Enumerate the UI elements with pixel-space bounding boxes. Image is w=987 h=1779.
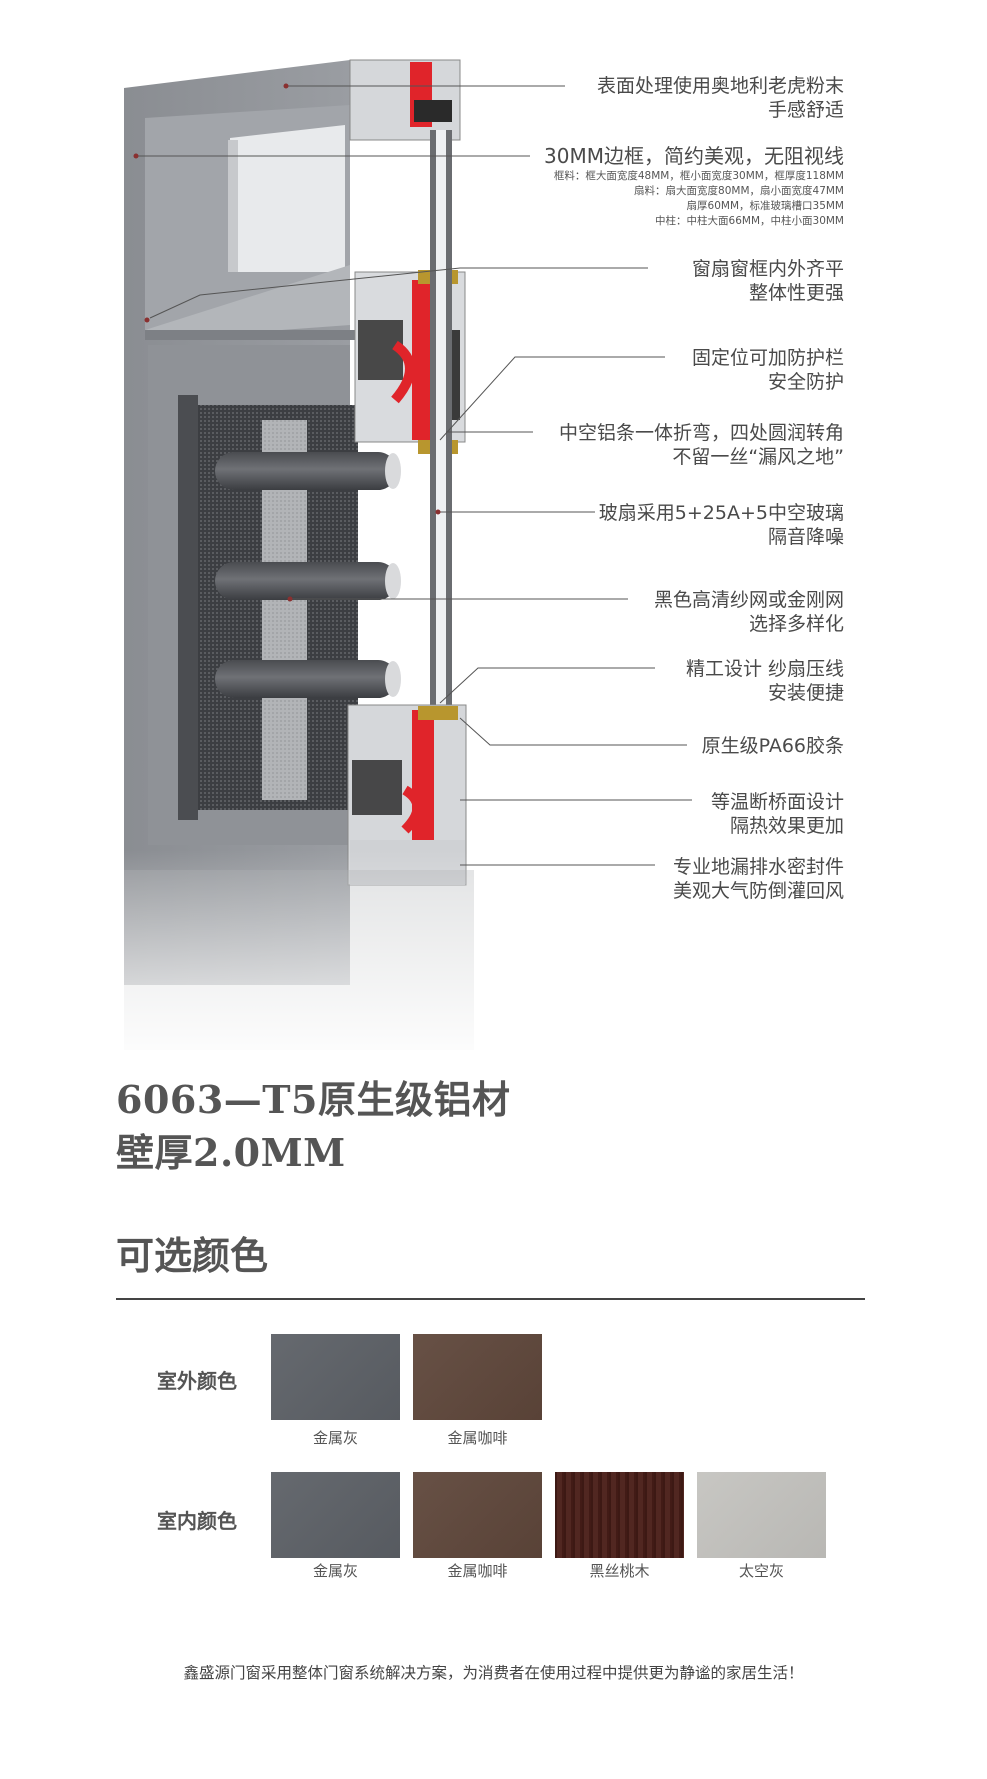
callout-line1: 窗扇窗框内外齐平: [691, 258, 844, 280]
indoor-swatch-space-gray[interactable]: [697, 1472, 826, 1558]
outdoor-swatch-metal-coffee[interactable]: [413, 1334, 542, 1420]
indoor-swatch-metal-coffee[interactable]: [413, 1472, 542, 1558]
headline-line1: 6063—T5原生级铝材: [116, 1077, 511, 1122]
callout-line1: 原生级PA66胶条: [701, 735, 844, 757]
colors-section-title: 可选颜色: [116, 1233, 269, 1278]
indoor-color-label: 室内颜色: [157, 1509, 237, 1533]
indoor-swatch-label: 黑丝桃木: [589, 1562, 650, 1580]
outdoor-swatch-label: 金属咖啡: [447, 1429, 508, 1447]
indoor-swatch-label: 金属灰: [312, 1562, 358, 1580]
callout-screen-mesh: 黑色高清纱网或金刚网 选择多样化: [654, 588, 844, 636]
callout-line1: 玻扇采用5+25A+5中空玻璃: [598, 502, 844, 524]
callout-powder-coating: 表面处理使用奥地利老虎粉末 手感舒适: [597, 74, 844, 122]
callout-spec: 扇料：扇大面宽度80MM，扇小面宽度47MM: [634, 185, 844, 197]
callout-line2: 选择多样化: [748, 613, 844, 635]
callout-line2: 美观大气防倒灌回风: [672, 880, 844, 902]
reflection: [0, 850, 987, 1070]
callout-line2: 安全防护: [767, 371, 844, 393]
callout-dots: [133, 83, 441, 602]
callout-line1: 精工设计 纱扇压线: [685, 658, 844, 680]
callout-spec: 中柱：中柱大面66MM，中柱小面30MM: [655, 215, 844, 227]
callout-line2: 整体性更强: [748, 282, 844, 304]
indoor-swatch-label: 太空灰: [738, 1562, 784, 1580]
footer-slogan: 鑫盛源门窗采用整体门窗系统解决方案，为消费者在使用过程中提供更为静谧的家居生活！: [183, 1664, 804, 1682]
window-profile-illustration: [0, 59, 987, 1070]
callout-glass: 玻扇采用5+25A+5中空玻璃 隔音降噪: [599, 501, 844, 549]
callout-line1: 等温断桥面设计: [710, 791, 844, 813]
callout-line2: 隔热效果更加: [729, 815, 844, 837]
callout-frame-width: 30MM边框，简约美观，无阻视线 框料：框大面宽度48MM，框小面宽度30MM，…: [544, 144, 844, 229]
outdoor-color-label: 室外颜色: [157, 1369, 237, 1393]
callout-drainage-seal: 专业地漏排水密封件 美观大气防倒灌回风: [673, 855, 844, 903]
callout-line2: 安装便捷: [767, 682, 844, 704]
indoor-swatch-label: 金属咖啡: [447, 1562, 508, 1580]
callout-line1: 30MM边框，简约美观，无阻视线: [544, 144, 844, 168]
callout-line1: 表面处理使用奥地利老虎粉末: [596, 75, 844, 97]
callout-line2: 隔音降噪: [767, 526, 844, 548]
material-headline: 6063—T5原生级铝材 壁厚2.0MM: [116, 1073, 510, 1179]
indoor-swatch-metal-gray[interactable]: [271, 1472, 400, 1558]
callout-line1: 固定位可加防护栏: [691, 347, 844, 369]
callout-spec: 框料：框大面宽度48MM，框小面宽度30MM，框厚度118MM: [553, 170, 844, 182]
callout-screen-bead: 精工设计 纱扇压线 安装便捷: [686, 657, 844, 705]
screen-tubes: [215, 452, 401, 698]
callout-flush-sash: 窗扇窗框内外齐平 整体性更强: [692, 257, 844, 305]
section-divider: [116, 1298, 865, 1300]
frame-outer-face: [124, 60, 358, 985]
callout-pa66-strip: 原生级PA66胶条: [702, 734, 844, 758]
callout-guard-rail: 固定位可加防护栏 安全防护: [692, 346, 844, 394]
callout-spacer-bar: 中空铝条一体折弯，四处圆润转角 不留一丝“漏风之地”: [559, 421, 844, 469]
callout-thermal-break: 等温断桥面设计 隔热效果更加: [711, 790, 844, 838]
indoor-swatch-black-walnut[interactable]: [555, 1472, 684, 1558]
outdoor-swatch-label: 金属灰: [312, 1429, 358, 1447]
callout-spec: 扇厚60MM，标准玻璃槽口35MM: [686, 200, 844, 212]
outdoor-swatch-metal-gray[interactable]: [271, 1334, 400, 1420]
callout-line2: 手感舒适: [767, 99, 844, 121]
headline-line2: 壁厚2.0MM: [116, 1130, 346, 1175]
callout-line1: 中空铝条一体折弯，四处圆润转角: [558, 422, 844, 444]
callout-line1: 黑色高清纱网或金刚网: [653, 589, 844, 611]
callout-line1: 专业地漏排水密封件: [672, 856, 844, 878]
callout-leader-lines: [136, 85, 692, 866]
callout-line2: 不留一丝“漏风之地”: [672, 446, 844, 468]
